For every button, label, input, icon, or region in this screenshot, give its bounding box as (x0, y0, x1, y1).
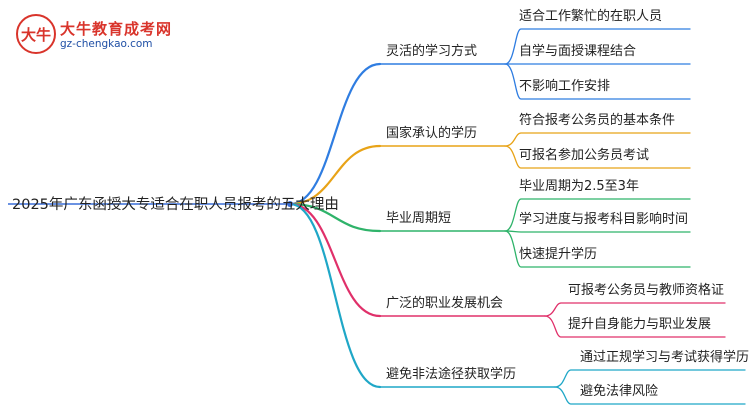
branch-5-link (288, 202, 382, 389)
branch-1-link (288, 62, 382, 206)
branch-1-child-3: 不影响工作安排 (519, 79, 611, 94)
branch-4-child-1: 可报考公务员与教师资格证 (568, 283, 725, 298)
branch-1-child-2: 自学与面授课程结合 (519, 44, 637, 59)
branch-2-child-1: 符合报考公务员的基本条件 (519, 113, 676, 128)
branch-4: 广泛的职业发展机会 (386, 296, 504, 311)
branch-3-child-3-link (504, 230, 691, 268)
branch-3-child-1-link (504, 198, 691, 232)
branch-2: 国家承认的学历 (386, 126, 478, 141)
logo-mark: 大牛 (16, 14, 56, 54)
site-logo: 大牛 大牛教育成考网 gz-chengkao.com (6, 10, 216, 58)
branch-5: 避免非法途径获取学历 (386, 367, 517, 382)
branch-4-link (288, 202, 382, 318)
logo-name: 大牛教育成考网 (60, 20, 173, 38)
branch-3-child-2: 学习进度与报考科目影响时间 (519, 212, 689, 227)
branch-3: 毕业周期短 (386, 211, 452, 226)
branch-2-child-1-link (504, 132, 691, 147)
branch-5-child-2-link (554, 386, 746, 405)
branch-2-child-2-link (504, 145, 691, 169)
branch-1: 灵活的学习方式 (386, 44, 478, 59)
branch-5-child-1-link (554, 369, 746, 388)
branch-3-child-2-link (504, 230, 691, 233)
branch-4-child-1-link (544, 302, 726, 317)
branch-1-child-3-link (504, 63, 691, 100)
branch-1-child-1: 适合工作繁忙的在职人员 (519, 9, 663, 24)
root-topic: 2025年广东函授大专适合在职人员报考的五大理由 (12, 197, 339, 213)
branch-4-child-2: 提升自身能力与职业发展 (568, 317, 712, 332)
branch-2-child-2: 可报名参加公务员考试 (519, 148, 650, 163)
branch-2-link (288, 144, 382, 206)
branch-3-child-1: 毕业周期为2.5至3年 (519, 179, 639, 194)
branch-3-link (288, 202, 382, 233)
branch-3-child-3: 快速提升学历 (519, 247, 598, 262)
branch-1-child-1-link (504, 28, 691, 65)
branch-5-child-2: 避免法律风险 (580, 384, 659, 399)
branch-5-child-1: 通过正规学习与考试获得学历 (580, 350, 750, 365)
branch-4-child-2-link (544, 315, 726, 338)
logo-url: gz-chengkao.com (60, 38, 153, 50)
